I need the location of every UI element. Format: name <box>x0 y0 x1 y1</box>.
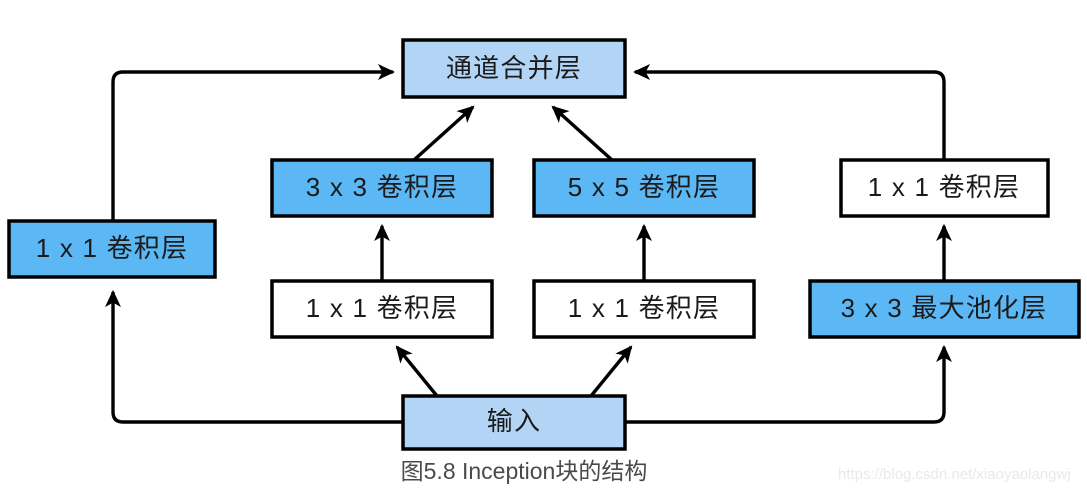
node-conv1x1-right-box[interactable] <box>839 158 1050 218</box>
node-maxpool3x3-box[interactable] <box>808 279 1081 339</box>
node-conv1x1-a[interactable]: 1 x 1 卷积层 <box>270 279 494 339</box>
watermark: https://blog.csdn.net/xiaoyaolangwj <box>838 466 1071 483</box>
node-conv1x1-b-label: 1 x 1 卷积层 <box>568 293 720 323</box>
node-conv1x1-b[interactable]: 1 x 1 卷积层 <box>532 279 756 339</box>
edge-conv5x5-to-concat <box>551 105 614 162</box>
node-layer: 通道合并层 3 x 3 卷积层 5 x 5 卷积层 1 x 1 卷积层 1 x … <box>7 38 1081 451</box>
node-conv3x3[interactable]: 3 x 3 卷积层 <box>270 158 494 218</box>
edge-conv1x1-right-to-concat <box>632 64 946 160</box>
node-conv1x1-right-label: 1 x 1 卷积层 <box>868 172 1020 202</box>
figure-caption: 图5.8 Inception块的结构 <box>401 458 648 484</box>
node-maxpool3x3[interactable]: 3 x 3 最大池化层 <box>808 279 1081 339</box>
node-conv1x1-b-box[interactable] <box>532 279 756 339</box>
node-conv1x1-left[interactable]: 1 x 1 卷积层 <box>7 219 217 279</box>
node-conv1x1-left-label: 1 x 1 卷积层 <box>36 233 188 263</box>
edge-layer <box>105 64 952 424</box>
edge-input-to-conv1x1-b <box>589 345 633 398</box>
edge-input-to-conv1x1-left <box>105 289 403 424</box>
node-conv5x5-box[interactable] <box>532 158 756 218</box>
node-input-label: 输入 <box>487 406 541 436</box>
node-input[interactable]: 输入 <box>401 394 627 451</box>
node-input-box[interactable] <box>401 394 627 451</box>
node-conv3x3-label: 3 x 3 卷积层 <box>306 172 458 202</box>
node-conv1x1-right[interactable]: 1 x 1 卷积层 <box>839 158 1050 218</box>
node-conv1x1-a-box[interactable] <box>270 279 494 339</box>
edge-conv1x1-left-to-concat <box>111 64 396 221</box>
edge-conv3x3-to-concat <box>412 105 475 162</box>
node-concat-label: 通道合并层 <box>446 53 582 83</box>
node-conv1x1-a-label: 1 x 1 卷积层 <box>306 293 458 323</box>
edge-input-to-conv1x1-a <box>395 345 439 398</box>
node-conv5x5[interactable]: 5 x 5 卷积层 <box>532 158 756 218</box>
edge-input-to-maxpool <box>625 344 952 424</box>
node-conv5x5-label: 5 x 5 卷积层 <box>568 172 720 202</box>
node-conv3x3-box[interactable] <box>270 158 494 218</box>
node-conv1x1-left-box[interactable] <box>7 219 217 279</box>
node-maxpool3x3-label: 3 x 3 最大池化层 <box>841 293 1048 323</box>
node-concat[interactable]: 通道合并层 <box>401 38 627 99</box>
node-concat-box[interactable] <box>401 38 627 99</box>
